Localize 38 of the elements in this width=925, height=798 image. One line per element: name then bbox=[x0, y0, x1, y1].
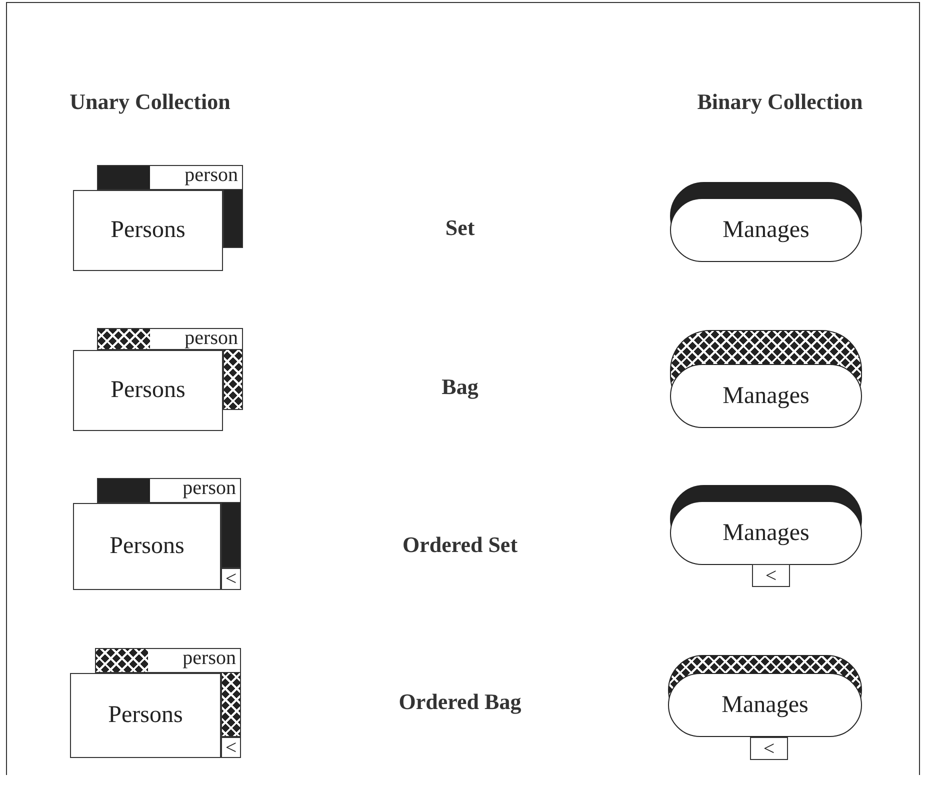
type-label: person bbox=[182, 477, 236, 500]
order-marker-box bbox=[750, 737, 788, 760]
order-marker-box bbox=[221, 568, 241, 590]
relationship-pill bbox=[670, 485, 862, 565]
relationship-pill bbox=[668, 655, 862, 737]
type-label: person bbox=[184, 164, 238, 187]
collection-tab-box bbox=[97, 328, 243, 350]
entity-label: Persons bbox=[108, 702, 183, 729]
entity-label: Persons bbox=[110, 377, 186, 404]
order-symbol: < bbox=[765, 566, 777, 584]
row-label: Ordered Bag bbox=[398, 688, 522, 715]
relationship-pill bbox=[670, 330, 862, 428]
type-label: person bbox=[182, 647, 236, 670]
relationship-pill bbox=[670, 182, 862, 262]
relationship-label: Manages bbox=[722, 382, 810, 410]
order-symbol: < bbox=[225, 570, 237, 588]
entity-label: Persons bbox=[110, 217, 186, 244]
order-symbol: < bbox=[225, 738, 237, 756]
entity-box bbox=[73, 503, 221, 590]
collection-tab-box bbox=[97, 165, 243, 190]
entity-label: Persons bbox=[110, 533, 184, 560]
collection-tab-box bbox=[95, 648, 241, 673]
row-label: Set bbox=[444, 214, 476, 241]
entity-box bbox=[70, 673, 221, 758]
relationship-label: Manages bbox=[722, 216, 810, 244]
relationship-label: Manages bbox=[722, 520, 810, 546]
entity-box bbox=[73, 190, 223, 271]
column-heading: Binary Collection bbox=[696, 88, 864, 115]
entity-box bbox=[73, 350, 223, 431]
order-marker-box bbox=[221, 737, 241, 758]
column-heading: Unary Collection bbox=[68, 88, 232, 115]
order-marker-box bbox=[752, 564, 790, 587]
row-label: Ordered Set bbox=[401, 531, 519, 558]
order-symbol: < bbox=[763, 740, 775, 758]
type-label: person bbox=[184, 327, 238, 350]
collection-tab-box bbox=[97, 478, 241, 503]
row-label: Bag bbox=[440, 373, 480, 400]
relationship-label: Manages bbox=[722, 692, 808, 718]
